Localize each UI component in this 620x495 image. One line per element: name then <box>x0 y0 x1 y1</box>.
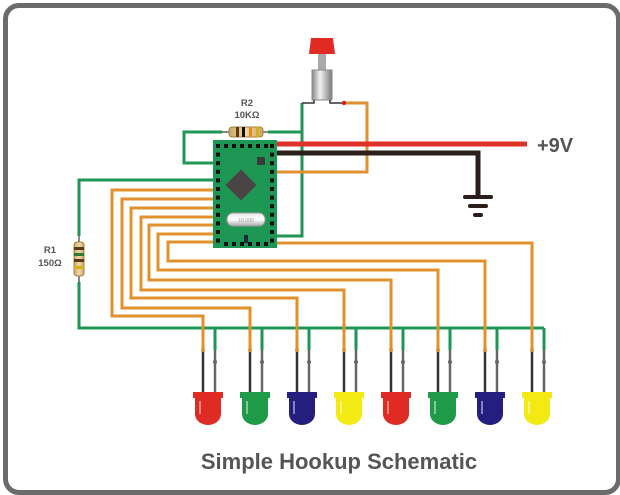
board-pin <box>240 242 244 246</box>
board-pin <box>240 144 244 148</box>
board-pin <box>216 169 220 174</box>
board-pin <box>216 212 220 217</box>
board-pin <box>216 187 220 191</box>
r1-value: 150Ω <box>38 258 62 269</box>
board-pin <box>216 221 220 226</box>
orange-wire-led-5 <box>147 223 393 350</box>
green-wire-bus <box>77 282 544 330</box>
push-button[interactable] <box>302 38 347 106</box>
orange-wire-led-3 <box>129 206 299 350</box>
board-pin <box>216 238 220 243</box>
board-pin <box>270 144 274 148</box>
orange-wire-led-2 <box>120 197 252 350</box>
led-yellow-icon <box>522 348 552 425</box>
board-pin <box>232 144 236 148</box>
led-green-icon <box>240 348 270 425</box>
board-pin <box>270 178 274 183</box>
orange-wire-led-7 <box>166 240 487 350</box>
board-pin <box>270 238 274 243</box>
board-pin <box>256 242 260 246</box>
board-pin <box>216 144 220 148</box>
r1-name: R1 <box>44 245 57 256</box>
orange-wire-button <box>277 101 369 174</box>
board-pin <box>216 178 220 183</box>
green-wire-r1-top <box>77 178 218 236</box>
board-pin <box>270 195 274 200</box>
board-pin <box>232 242 236 246</box>
led-green-icon <box>428 348 458 425</box>
board-pin <box>270 221 274 226</box>
orange-wire-led-4 <box>139 215 346 350</box>
wires <box>77 101 546 350</box>
led-red-icon <box>193 348 223 425</box>
board-pin <box>256 144 260 148</box>
crystal-label: 16.000 <box>238 218 254 224</box>
board-pin <box>224 242 228 246</box>
board-pin <box>270 212 274 217</box>
led-red-icon <box>381 348 411 425</box>
board-pin <box>270 230 274 234</box>
board-pin <box>270 169 274 174</box>
r2-value: 10KΩ <box>234 110 259 121</box>
board-pin <box>264 242 268 246</box>
green-wire-r2-left <box>182 130 222 165</box>
resistor-r1 <box>73 236 85 282</box>
board-pin <box>216 161 220 166</box>
orange-wire-led-6 <box>156 232 440 350</box>
board-pin <box>264 144 268 148</box>
board-pin <box>248 242 252 246</box>
orange-wire-led-1 <box>110 188 218 350</box>
r2-name: R2 <box>241 98 253 109</box>
diagram-title: Simple Hookup Schematic <box>201 449 477 474</box>
crystal <box>226 212 266 227</box>
board-pin <box>216 195 220 200</box>
green-wire-r2-right <box>268 103 304 134</box>
board-pin <box>248 144 252 148</box>
board-pin <box>270 187 274 191</box>
resistor-r2 <box>222 126 268 138</box>
led-blue-icon <box>287 348 317 425</box>
board-pin <box>216 204 220 209</box>
board-pin <box>270 152 274 157</box>
microcontroller-board: 16.000 <box>213 140 277 248</box>
board-pin <box>270 161 274 166</box>
board-pin <box>224 144 228 148</box>
green-wire-button <box>277 103 304 238</box>
led-yellow-icon <box>334 348 364 425</box>
led-array <box>193 348 552 425</box>
power-label: +9V <box>537 135 574 157</box>
ground-symbol-icon <box>463 195 493 217</box>
ground-wire <box>270 150 481 197</box>
board-pin <box>216 230 220 234</box>
board-pin <box>270 204 274 209</box>
board-pin <box>216 152 220 157</box>
orange-wire-led-8 <box>277 241 534 350</box>
led-blue-icon <box>475 348 505 425</box>
